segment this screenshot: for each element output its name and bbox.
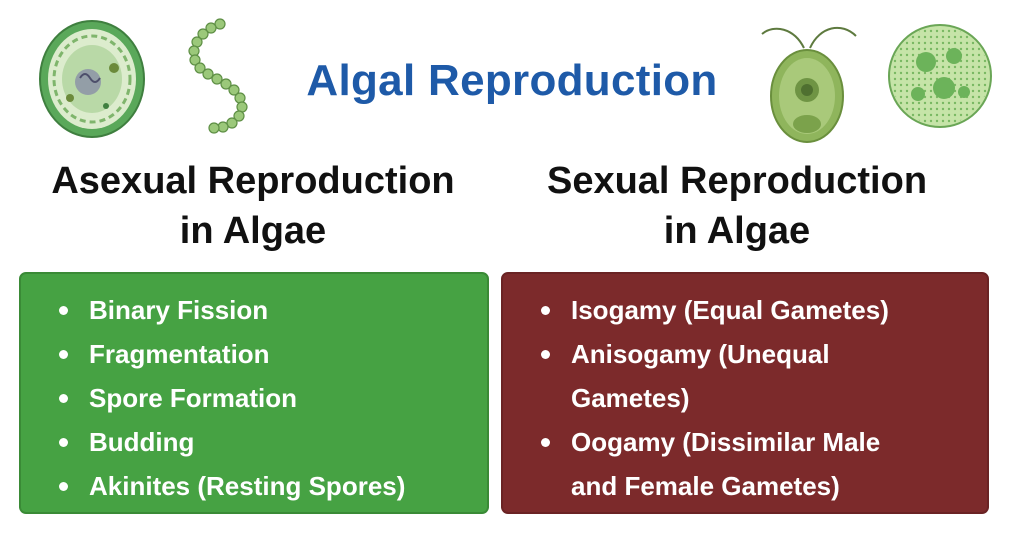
list-item: Budding: [59, 420, 487, 464]
list-item-text: Anisogamy (Unequal: [571, 339, 830, 369]
list-item: Spore Formation: [59, 376, 487, 420]
asexual-heading-line2: in Algae: [179, 210, 327, 252]
list-item-text: Oogamy (Dissimilar Male: [571, 427, 881, 457]
sexual-list: Isogamy (Equal Gametes) Anisogamy (Unequ…: [503, 288, 987, 508]
sexual-panel: Isogamy (Equal Gametes) Anisogamy (Unequ…: [501, 272, 989, 514]
list-item: Fragmentation: [59, 332, 487, 376]
list-item: Binary Fission: [59, 288, 487, 332]
page-title: Algal Reproduction: [306, 56, 718, 105]
asexual-heading-line1: Asexual Reproduction: [51, 160, 455, 202]
list-item-text-cont: and Female Gametes): [571, 471, 840, 501]
list-item-text-cont: Gametes): [571, 383, 690, 413]
list-item: Oogamy (Dissimilar Male and Female Gamete…: [541, 420, 987, 508]
filament-chain-icon: [188, 18, 248, 134]
asexual-list: Binary Fission Fragmentation Spore Forma…: [21, 288, 487, 508]
list-item: Akinites (Resting Spores): [59, 464, 487, 508]
flagellate-cell-icon: [761, 27, 857, 143]
asexual-panel: Binary Fission Fragmentation Spore Forma…: [19, 272, 489, 514]
asexual-heading: Asexual Reproduction in Algae: [18, 156, 488, 256]
sexual-heading: Sexual Reproduction in Algae: [502, 156, 972, 256]
list-item: Isogamy (Equal Gametes): [541, 288, 987, 332]
sexual-heading-line2: in Algae: [663, 210, 811, 252]
colony-sphere-icon: [888, 24, 992, 128]
sexual-heading-line1: Sexual Reproduction: [546, 160, 928, 202]
algal-cell-icon: [39, 20, 145, 138]
list-item-text: Isogamy (Equal Gametes): [571, 295, 889, 325]
